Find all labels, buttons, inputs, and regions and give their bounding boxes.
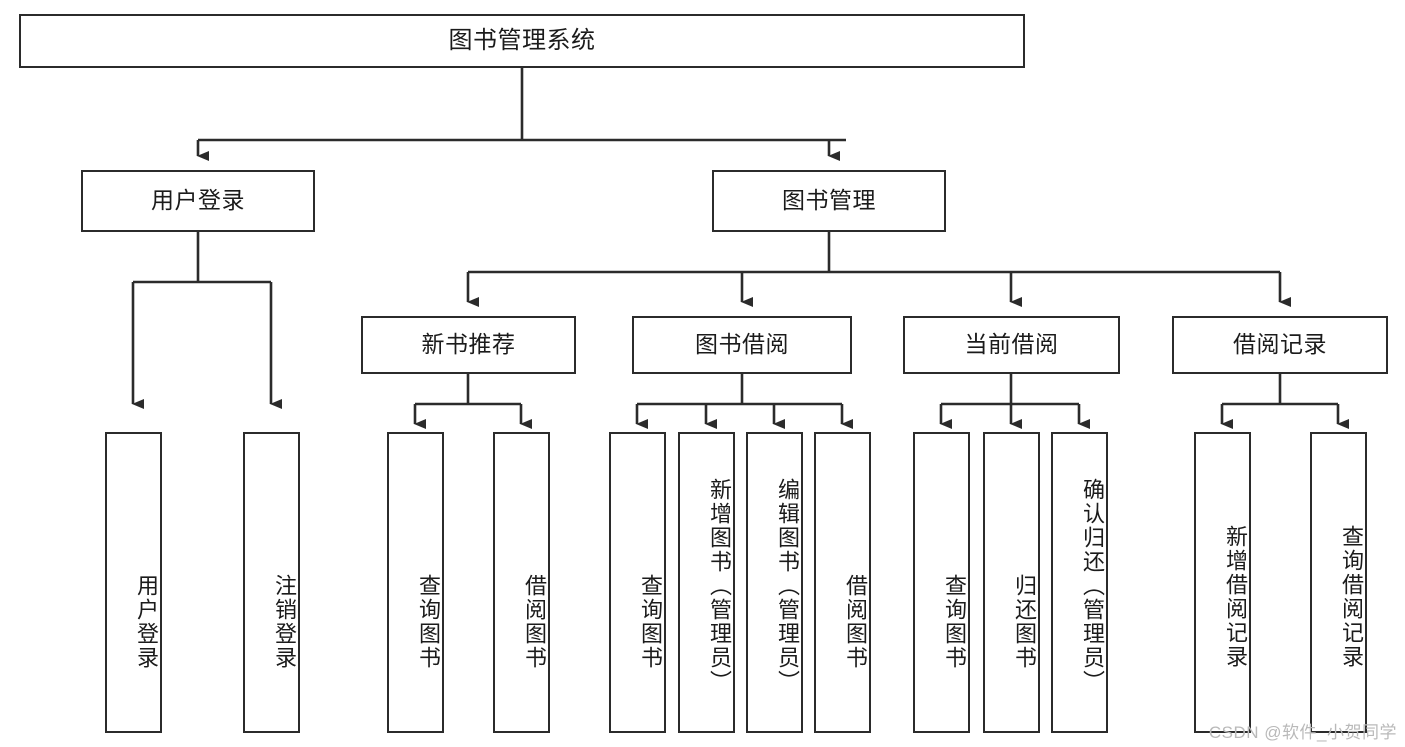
leaf-borrow-book[interactable]: 借阅图书 (814, 432, 871, 733)
leaf-label: 注销登录 (272, 573, 297, 670)
leaf-confirm-return-admin[interactable]: 确认归还（管理员） (1051, 432, 1108, 733)
leaf-query-borrow-record[interactable]: 查询借阅记录 (1310, 432, 1367, 733)
leaf-label: 新增图书（管理员） (707, 477, 732, 694)
leaf-label: 借阅图书 (843, 573, 868, 670)
node-book-borrow[interactable]: 图书借阅 (632, 316, 852, 374)
leaf-borrow-book-recommend[interactable]: 借阅图书 (493, 432, 550, 733)
leaf-label: 查询借阅记录 (1339, 524, 1364, 669)
leaf-label: 编辑图书（管理员） (775, 477, 800, 694)
leaf-edit-book-admin[interactable]: 编辑图书（管理员） (746, 432, 803, 733)
leaf-label: 查询图书 (942, 573, 967, 670)
node-new-book-recommend[interactable]: 新书推荐 (361, 316, 576, 374)
node-borrow-record[interactable]: 借阅记录 (1172, 316, 1388, 374)
leaf-return-book[interactable]: 归还图书 (983, 432, 1040, 733)
leaf-label: 用户登录 (134, 573, 159, 670)
leaf-label: 归还图书 (1012, 573, 1037, 670)
leaf-query-book-current[interactable]: 查询图书 (913, 432, 970, 733)
leaf-label: 新增借阅记录 (1223, 524, 1248, 669)
leaf-label: 查询图书 (638, 573, 663, 670)
leaf-query-book-borrow[interactable]: 查询图书 (609, 432, 666, 733)
leaf-add-borrow-record[interactable]: 新增借阅记录 (1194, 432, 1251, 733)
node-root[interactable]: 图书管理系统 (19, 14, 1025, 68)
leaf-query-book-recommend[interactable]: 查询图书 (387, 432, 444, 733)
csdn-watermark: CSDN @软件_小贺同学 (1208, 723, 1397, 742)
node-book-manage[interactable]: 图书管理 (712, 170, 946, 232)
leaf-user-login[interactable]: 用户登录 (105, 432, 162, 733)
leaf-label: 查询图书 (416, 573, 441, 670)
node-current-borrow[interactable]: 当前借阅 (903, 316, 1120, 374)
node-user-login[interactable]: 用户登录 (81, 170, 315, 232)
leaf-logout[interactable]: 注销登录 (243, 432, 300, 733)
leaf-add-book-admin[interactable]: 新增图书（管理员） (678, 432, 735, 733)
leaf-label: 借阅图书 (522, 573, 547, 670)
leaf-label: 确认归还（管理员） (1080, 477, 1105, 694)
